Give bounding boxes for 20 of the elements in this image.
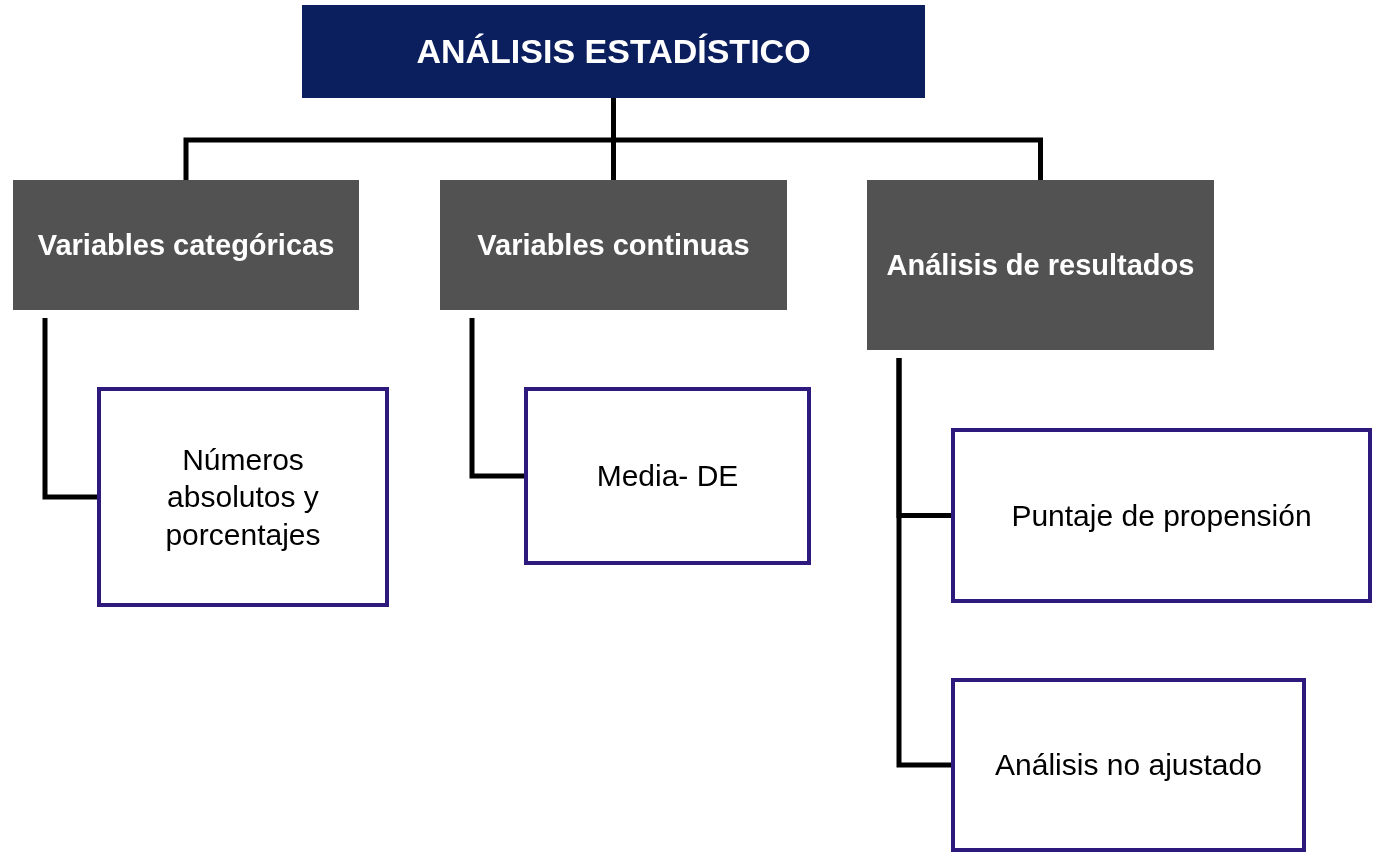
connector-line <box>611 98 1043 180</box>
title-box <box>302 5 925 98</box>
box-label: Variables continuas <box>476 228 751 262</box>
category-box <box>13 180 359 310</box>
box-label: ANÁLISIS ESTADÍSTICO <box>415 32 812 71</box>
item-box <box>951 428 1372 603</box>
box-label: Números absolutos y porcentajes <box>164 441 322 553</box>
item-box <box>524 387 811 565</box>
category-box <box>440 180 787 310</box>
item-box <box>951 678 1306 852</box>
category-box <box>867 180 1214 350</box>
box-label: Análisis de resultados <box>885 248 1196 282</box>
box-label: Variables categóricas <box>36 228 336 262</box>
connector-line <box>896 358 951 768</box>
item-box <box>97 387 389 607</box>
connector-line <box>469 318 524 479</box>
box-label: Puntaje de propensión <box>1010 497 1313 534</box>
box-label: Media- DE <box>595 458 740 495</box>
connector-line <box>42 318 97 500</box>
box-label: Análisis no ajustado <box>994 747 1263 784</box>
